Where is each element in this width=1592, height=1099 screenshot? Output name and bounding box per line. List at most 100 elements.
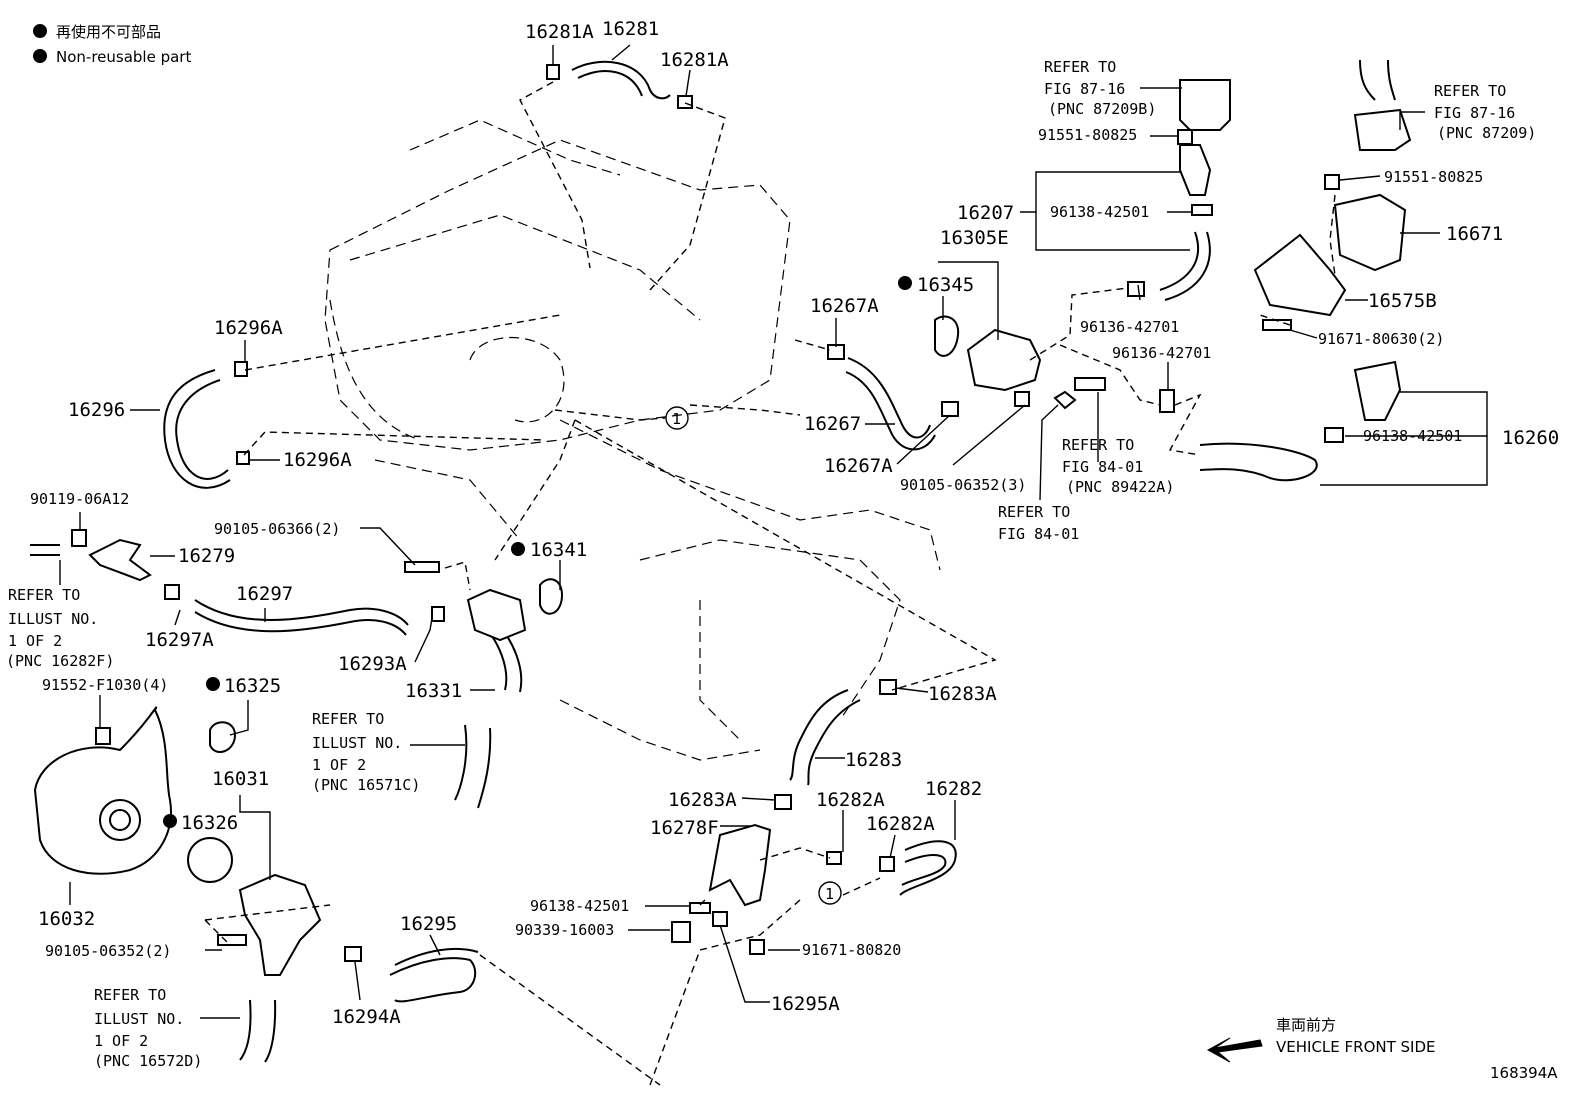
clamp-16296A-bottom (236, 451, 250, 465)
legend-en: Non-reusable part (56, 48, 191, 66)
hose-refer-16572D (239, 999, 252, 1061)
clamp-16294A (344, 946, 362, 962)
pipe-16207 (1179, 144, 1212, 196)
clamp-96138-top (1191, 204, 1213, 216)
hose-16267 (847, 357, 931, 439)
label-16296A-bottom: 16296A (283, 449, 352, 471)
hose-16207 (1159, 231, 1200, 291)
clamp-16297A (164, 584, 180, 600)
clamp-96136-b (1159, 389, 1175, 413)
label-16260: 16260 (1502, 427, 1559, 449)
sensor-refer-89422A (1074, 377, 1106, 391)
hose-16297 (194, 599, 409, 626)
svg-text:(PNC 16572D): (PNC 16572D) (94, 1052, 202, 1070)
direction-en: VEHICLE FRONT SIDE (1276, 1038, 1436, 1056)
svg-text:(PNC 16282F): (PNC 16282F) (6, 652, 114, 670)
non-reusable-dot-icon (33, 24, 47, 38)
label-16293A: 16293A (338, 653, 407, 675)
hose-16283 (789, 689, 849, 781)
non-reusable-markers (163, 276, 912, 828)
label-16283A-bottom: 16283A (668, 789, 737, 811)
label-91551-80825-right: 91551-80825 (1384, 168, 1483, 186)
label-16267A-top: 16267A (810, 295, 879, 317)
svg-text:REFER TO: REFER TO (1044, 58, 1116, 76)
label-16032: 16032 (38, 908, 95, 930)
non-reusable-dot-icon (898, 276, 912, 290)
label-16671: 16671 (1446, 223, 1503, 245)
direction-jp: 車両前方 (1276, 1016, 1336, 1034)
gasket-16325 (209, 721, 237, 754)
thermostat-housing-16031 (238, 873, 322, 976)
callouts: 1 1 (665, 406, 842, 905)
note-illust-16282F: REFER TO ILLUST NO. 1 OF 2 (PNC 16282F) (6, 586, 114, 670)
clamp-16283A-bottom (774, 794, 792, 810)
label-91671-80820: 91671-80820 (802, 941, 901, 959)
hose-refer-87209 (1359, 59, 1376, 101)
note-fig-87-16-87209B: REFER TO FIG 87-16 (PNC 87209B) (1044, 58, 1156, 118)
label-16207: 16207 (957, 202, 1014, 224)
valve-refer-87209 (1353, 108, 1412, 151)
clamp-16293A (431, 606, 445, 622)
part-labels: 16281A 16281 16281A 16296A 16296 16296A … (30, 18, 1559, 1028)
non-reusable-dot-icon (511, 542, 525, 556)
note-fig-84-01: REFER TO FIG 84-01 (998, 503, 1079, 543)
label-16341: 16341 (530, 539, 587, 561)
clamp-16296A-top (234, 361, 248, 377)
engine-outline (324, 119, 941, 761)
svg-text:FIG 84-01: FIG 84-01 (1062, 458, 1143, 476)
label-16295A: 16295A (771, 993, 840, 1015)
label-16281A-left: 16281A (525, 21, 594, 43)
label-91551-80825-top: 91551-80825 (1038, 126, 1137, 144)
svg-text:REFER TO: REFER TO (8, 586, 80, 604)
valve-refer-87209B (1179, 79, 1231, 131)
bolt-90105-06352-2 (217, 934, 247, 946)
bushing-90339 (671, 921, 691, 943)
clip-refer-84-01 (1053, 390, 1077, 410)
parts (33, 64, 1412, 976)
label-16297: 16297 (236, 583, 293, 605)
clamp-96138-bottom (689, 902, 711, 914)
clamp-96136-a (1127, 281, 1145, 297)
bolt-91552 (95, 727, 111, 745)
label-90119-06A12: 90119-06A12 (30, 490, 129, 508)
legend-jp: 再使用不可部品 (56, 23, 161, 41)
hose-16296 (163, 369, 231, 489)
callout-1b-label: 1 (825, 885, 834, 903)
clamp-16282A-a (826, 851, 842, 865)
note-fig-84-01-89422A: REFER TO FIG 84-01 (PNC 89422A) (1062, 436, 1174, 496)
svg-text:(PNC 87209B): (PNC 87209B) (1048, 100, 1156, 118)
svg-text:REFER TO: REFER TO (94, 986, 166, 1004)
svg-text:FIG 87-16: FIG 87-16 (1044, 80, 1125, 98)
note-illust-16571C: REFER TO ILLUST NO. 1 OF 2 (PNC 16571C) (312, 710, 420, 794)
legend: 再使用不可部品 Non-reusable part (33, 23, 191, 66)
note-fig-87-16-87209: REFER TO FIG 87-16 (PNC 87209) (1434, 82, 1536, 142)
bracket-16279 (88, 538, 152, 582)
vehicle-direction: 車両前方 VEHICLE FRONT SIDE (1206, 1016, 1436, 1063)
front-arrow-icon (1206, 1037, 1263, 1063)
bolt-91551-top (1177, 129, 1193, 145)
label-96138-42501-top: 96138-42501 (1050, 203, 1149, 221)
hose-16281 (571, 60, 671, 100)
callout-circle-1b (818, 881, 842, 905)
non-reusable-dot-icon (163, 814, 177, 828)
label-16575B: 16575B (1368, 290, 1437, 312)
label-90339-16003: 90339-16003 (515, 921, 614, 939)
bolt-91671-80820 (749, 939, 765, 955)
svg-text:REFER TO: REFER TO (1062, 436, 1134, 454)
label-16031: 16031 (212, 768, 269, 790)
label-16282: 16282 (925, 778, 982, 800)
gasket-16345 (934, 315, 960, 357)
svg-text:ILLUST NO.: ILLUST NO. (94, 1010, 184, 1028)
label-16282A-bottom: 16282A (866, 813, 935, 835)
svg-text:REFER TO: REFER TO (1434, 82, 1506, 100)
label-91552-F1030: 91552-F1030(4) (42, 676, 168, 694)
water-outlet-16331 (466, 588, 527, 642)
non-reusable-dot-icon (33, 49, 47, 63)
clamp-16282A-b (879, 856, 895, 872)
hose-16282 (899, 840, 957, 896)
svg-text:1 OF 2: 1 OF 2 (312, 756, 366, 774)
label-16281A-right: 16281A (660, 49, 729, 71)
label-96136-42701-a: 96136-42701 (1080, 318, 1179, 336)
assembly-lines (204, 81, 1336, 1086)
label-16282A-top: 16282A (816, 789, 885, 811)
